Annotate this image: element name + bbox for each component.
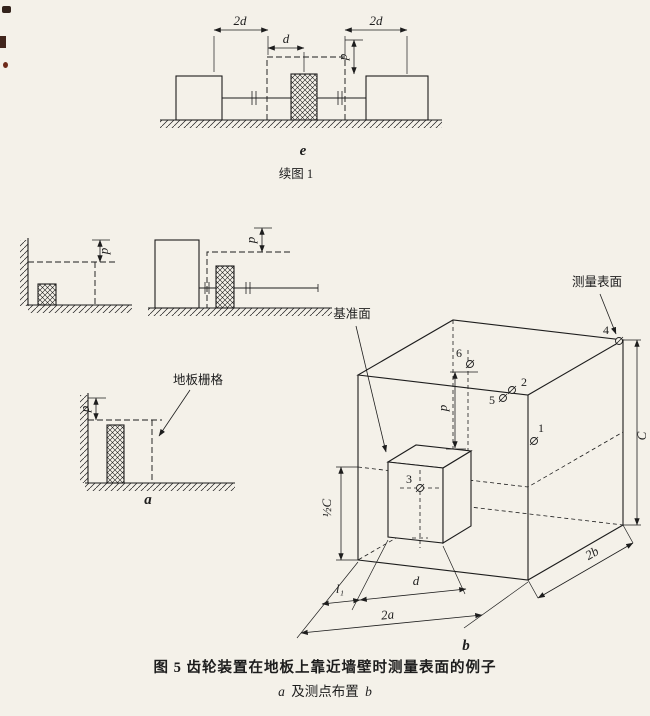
measurement-point-3: 3 bbox=[406, 472, 425, 493]
dim-half-C-label: ½C bbox=[319, 498, 334, 517]
figure-b-drawing: p C ½C 2b bbox=[296, 275, 649, 654]
figure-a-label: a bbox=[144, 492, 152, 508]
vertical-edges bbox=[357, 340, 624, 580]
ground-hatching bbox=[28, 305, 132, 313]
dim-d-label: d bbox=[413, 573, 420, 588]
machine-box bbox=[154, 239, 200, 309]
wall-hatching bbox=[20, 240, 28, 306]
measurement-surface-dashed bbox=[266, 56, 346, 120]
gear-unit-hatched bbox=[290, 73, 318, 121]
gear-unit-hatched bbox=[37, 283, 57, 306]
point-4-label: 4 bbox=[603, 323, 609, 337]
point-2-label: 2 bbox=[521, 375, 527, 389]
dim-p-label: p bbox=[77, 405, 92, 413]
fig-a-floor-grid-sketch: p 地板栅格 a bbox=[77, 372, 235, 508]
figure-a-b: p p bbox=[20, 227, 649, 654]
dimension-p: p bbox=[335, 39, 357, 75]
right-machine-box bbox=[365, 75, 429, 121]
caption-part-b: b bbox=[365, 684, 372, 699]
dim-2d-right-label: 2d bbox=[370, 13, 384, 28]
dim-p-label: p bbox=[435, 404, 450, 412]
floor-grid-leader bbox=[158, 389, 191, 437]
caption-part-a: a bbox=[278, 684, 285, 699]
caption-title: 图 5 齿轮装置在地板上靠近墙壁时测量表面的例子 bbox=[153, 660, 497, 676]
dimension-d: d bbox=[267, 31, 305, 51]
point-6-label: 6 bbox=[456, 346, 462, 360]
gear-unit-hatched bbox=[215, 265, 235, 309]
coupling-marks bbox=[204, 282, 319, 294]
caption-middle: 及测点布置 bbox=[287, 684, 363, 699]
dim-2a-label: 2a bbox=[380, 606, 395, 622]
scan-artifact bbox=[0, 36, 6, 48]
dim-l1-label: l₁ bbox=[336, 581, 344, 596]
scan-artifact bbox=[2, 6, 11, 13]
measurement-surface-dashed bbox=[88, 419, 162, 483]
figure-b-label: b bbox=[462, 638, 470, 654]
unit-front-face bbox=[387, 461, 444, 544]
gear-unit-box bbox=[386, 444, 473, 548]
top-face bbox=[356, 319, 625, 396]
dimension-p: p bbox=[77, 397, 106, 421]
left-machine-box bbox=[175, 75, 223, 121]
fig-a-machine-sketch: p bbox=[148, 227, 332, 316]
figure-e: 2d d 2d p e 续图 1 bbox=[160, 13, 442, 181]
figure-caption: 图 5 齿轮装置在地板上靠近墙壁时测量表面的例子 a 及测点布置 b bbox=[0, 656, 650, 700]
dim-p-label: p bbox=[243, 236, 258, 244]
measurement-point-6: 6 bbox=[456, 346, 475, 369]
measurement-surface-dashed bbox=[28, 261, 118, 305]
ground-hatching bbox=[160, 120, 442, 128]
ground-hatching bbox=[148, 308, 332, 316]
dimension-half-C: ½C bbox=[319, 466, 358, 561]
dimension-2d-left: 2d bbox=[213, 13, 269, 33]
unit-right-face bbox=[442, 450, 472, 544]
gear-unit-hatched bbox=[106, 424, 125, 484]
point-1-label: 1 bbox=[538, 421, 544, 435]
measurement-box bbox=[356, 319, 625, 581]
measurement-point-5: 5 bbox=[489, 393, 508, 407]
caption-subtitle: a 及测点布置 b bbox=[0, 680, 650, 700]
dimension-C: C bbox=[623, 339, 649, 526]
dim-2d-left-label: 2d bbox=[234, 13, 248, 28]
coupling-marks bbox=[251, 91, 343, 105]
figure-a-drawing: p p bbox=[20, 227, 332, 508]
dim-p-label: p bbox=[96, 247, 111, 255]
measurement-point-4: 4 bbox=[603, 323, 624, 346]
measurement-surface-label: 测量表面 bbox=[572, 275, 622, 289]
dimension-2b: 2b bbox=[527, 524, 634, 599]
ground-hatching bbox=[85, 483, 235, 491]
figure-e-subcaption: 续图 1 bbox=[279, 167, 313, 181]
dim-d-label: d bbox=[283, 31, 290, 46]
dim-C-label: C bbox=[634, 431, 649, 440]
dimension-p: p bbox=[243, 227, 272, 253]
extension-lines bbox=[213, 36, 408, 74]
point-5-label: 5 bbox=[489, 393, 495, 407]
scan-artifact bbox=[3, 62, 8, 68]
measurement-surface-callout: 测量表面 bbox=[572, 275, 622, 335]
floor-grid-label: 地板栅格 bbox=[173, 372, 224, 387]
wall-hatching bbox=[80, 395, 88, 483]
measurement-point-2: 2 bbox=[507, 375, 527, 395]
dimension-p: p bbox=[92, 239, 111, 263]
measurement-point-1: 1 bbox=[529, 421, 544, 446]
fig-a-wall-sketch: p bbox=[20, 238, 132, 313]
dim-2b-label: 2b bbox=[582, 543, 601, 563]
figure-e-label: e bbox=[300, 143, 307, 159]
point-3-label: 3 bbox=[406, 472, 412, 486]
reference-plane-callout: 基准面 bbox=[333, 307, 387, 453]
figure-e-drawing: 2d d 2d p e 续图 1 bbox=[160, 13, 442, 181]
dimension-2d-right: 2d bbox=[344, 13, 408, 33]
dimension-bottom-left: l₁ d 2a bbox=[296, 539, 529, 639]
dim-p-label: p bbox=[335, 53, 350, 61]
reference-plane-label: 基准面 bbox=[333, 307, 371, 321]
